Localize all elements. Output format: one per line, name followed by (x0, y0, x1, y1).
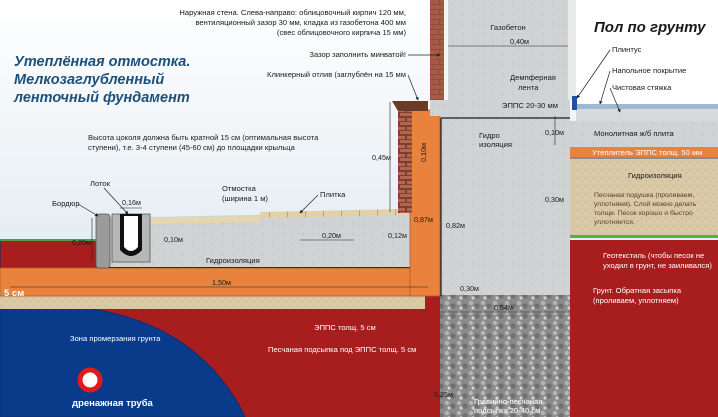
blind-area-concrete (100, 212, 410, 267)
label-backfill-2: (проливаем, уплотняем) (593, 296, 679, 305)
label-gap: Зазор заполнить минватой! (309, 50, 406, 59)
dim-010-vert: 0,10м (419, 143, 428, 162)
title-left-1: Утеплённая отмостка. (14, 54, 190, 70)
label-waterproof-1: Гидро (479, 131, 500, 140)
dim-030-right: 0,30м (545, 195, 564, 204)
label-gas-block: Газобетон (490, 23, 526, 32)
epps-horizontal (0, 268, 428, 296)
label-sand-2: уплотняем). Слой можно делать (594, 200, 697, 208)
label-border: Бордюр (52, 199, 80, 208)
epps-vertical (410, 110, 440, 296)
label-five-cm: 5 см (4, 288, 24, 299)
label-sand-4: уплотняется. (594, 219, 635, 226)
dim-150: 1,50м (212, 278, 231, 287)
label-damper-1: Демпферная (510, 73, 556, 82)
label-sand-3: толще. Песок хорошо и быстро (594, 209, 693, 217)
dim-020-left: 0,20м (72, 238, 91, 247)
geotextile (570, 235, 718, 238)
dim-087: 0,87м (414, 215, 433, 224)
label-sand-bed: Песчаная подсыпка под ЭППС толщ. 5 см (268, 345, 416, 354)
title-right: Пол по грунту (594, 19, 706, 36)
plinth-brick (398, 108, 412, 213)
label-geotextile-2: уходил в грунт, не заиливался) (603, 261, 712, 270)
dim-054: 0,54м (494, 303, 513, 312)
label-plinth-2: ступени), т.е. 3-4 ступени (45-60 см) до… (88, 143, 296, 152)
dim-010-top: 0,10м (545, 128, 564, 137)
dim-012: 0,12м (388, 231, 407, 240)
monolith-slab (570, 121, 718, 147)
dim-045: 0,45м (372, 153, 391, 162)
label-sand-1: Песчаная подушка (проливаем, (594, 192, 694, 199)
gas-block-wall (448, 0, 568, 100)
label-gravel-2: подсыпка 20-40 см (474, 406, 540, 415)
label-outer-wall-3: (свес облицовочного кирпича 15 мм) (277, 28, 407, 37)
freeze-zone (0, 240, 245, 417)
label-insulation-right: Утеплитель ЭППС толщ. 50 мм (592, 148, 702, 157)
label-freeze-zone: Зона промерзания грунта (70, 334, 161, 343)
facing-brick (430, 0, 444, 100)
tile-layer (260, 209, 408, 218)
label-waterproofing-right: Гидроизоляция (628, 171, 682, 180)
label-waterproofing-left: Гидроизоляция (206, 256, 260, 265)
label-tile: Плитка (320, 190, 346, 199)
label-gravel-1: Гравийно-песчаная (474, 397, 542, 406)
label-epps-2030: ЭППС 20-30 мм (502, 101, 558, 110)
dim-016: 0,16м (122, 198, 141, 207)
label-waterproof-2: изоляция (479, 140, 512, 149)
drain-pipe-icon (77, 367, 103, 393)
dim-010-left: 0,10м (164, 235, 183, 244)
label-plinth-1: Высота цоколя должна быть кратной 15 см … (88, 133, 319, 142)
gravel-bed (440, 295, 570, 417)
sand-bed (0, 295, 425, 309)
border-stone (95, 213, 111, 269)
label-epps-5: ЭППС толщ. 5 см (314, 323, 376, 332)
label-backfill-1: Грунт. Обратная засыпка (593, 286, 682, 295)
dim-030-bottom: 0,30м (460, 284, 479, 293)
label-outer-wall-2: вентиляционный зазор 30 мм, кладка из га… (195, 18, 406, 27)
epps-50 (570, 147, 718, 157)
label-monolith: Монолитная ж/б плита (594, 129, 674, 138)
dim-020-mid: 0,20м (322, 231, 341, 240)
label-blind-area-2: (ширина 1 м) (222, 194, 268, 203)
title-left-3: ленточный фундамент (13, 90, 190, 106)
finish-screed (576, 109, 718, 121)
dim-040: 0,40м (510, 37, 529, 46)
title-left-2: Мелкозаглубленный (14, 72, 164, 88)
sand-cushion (570, 159, 718, 235)
dim-025: 0,25м (434, 390, 453, 399)
label-baseboard: Плинтус (612, 45, 642, 54)
label-blind-area-1: Отмостка (222, 184, 257, 193)
label-damper-2: лента (518, 83, 539, 92)
label-clinker: Клинкерный отлив (заглублён на 15 мм (267, 70, 406, 79)
label-finish-screed: Чистовая стяжка (612, 83, 672, 92)
label-tray: Лоток (90, 179, 111, 188)
dim-082: 0,82м (446, 221, 465, 230)
label-drain: дренажная труба (72, 398, 154, 409)
label-outer-wall-1: Наружная стена. Слева-направо: облицовоч… (179, 8, 406, 17)
label-geotextile-1: Геотекстиль (чтобы песок не (603, 251, 704, 260)
clinker-sill (392, 101, 428, 111)
floor-cover (576, 104, 718, 109)
foundation-strip (440, 115, 570, 295)
label-floor-cover: Напольное покрытие (612, 66, 686, 75)
